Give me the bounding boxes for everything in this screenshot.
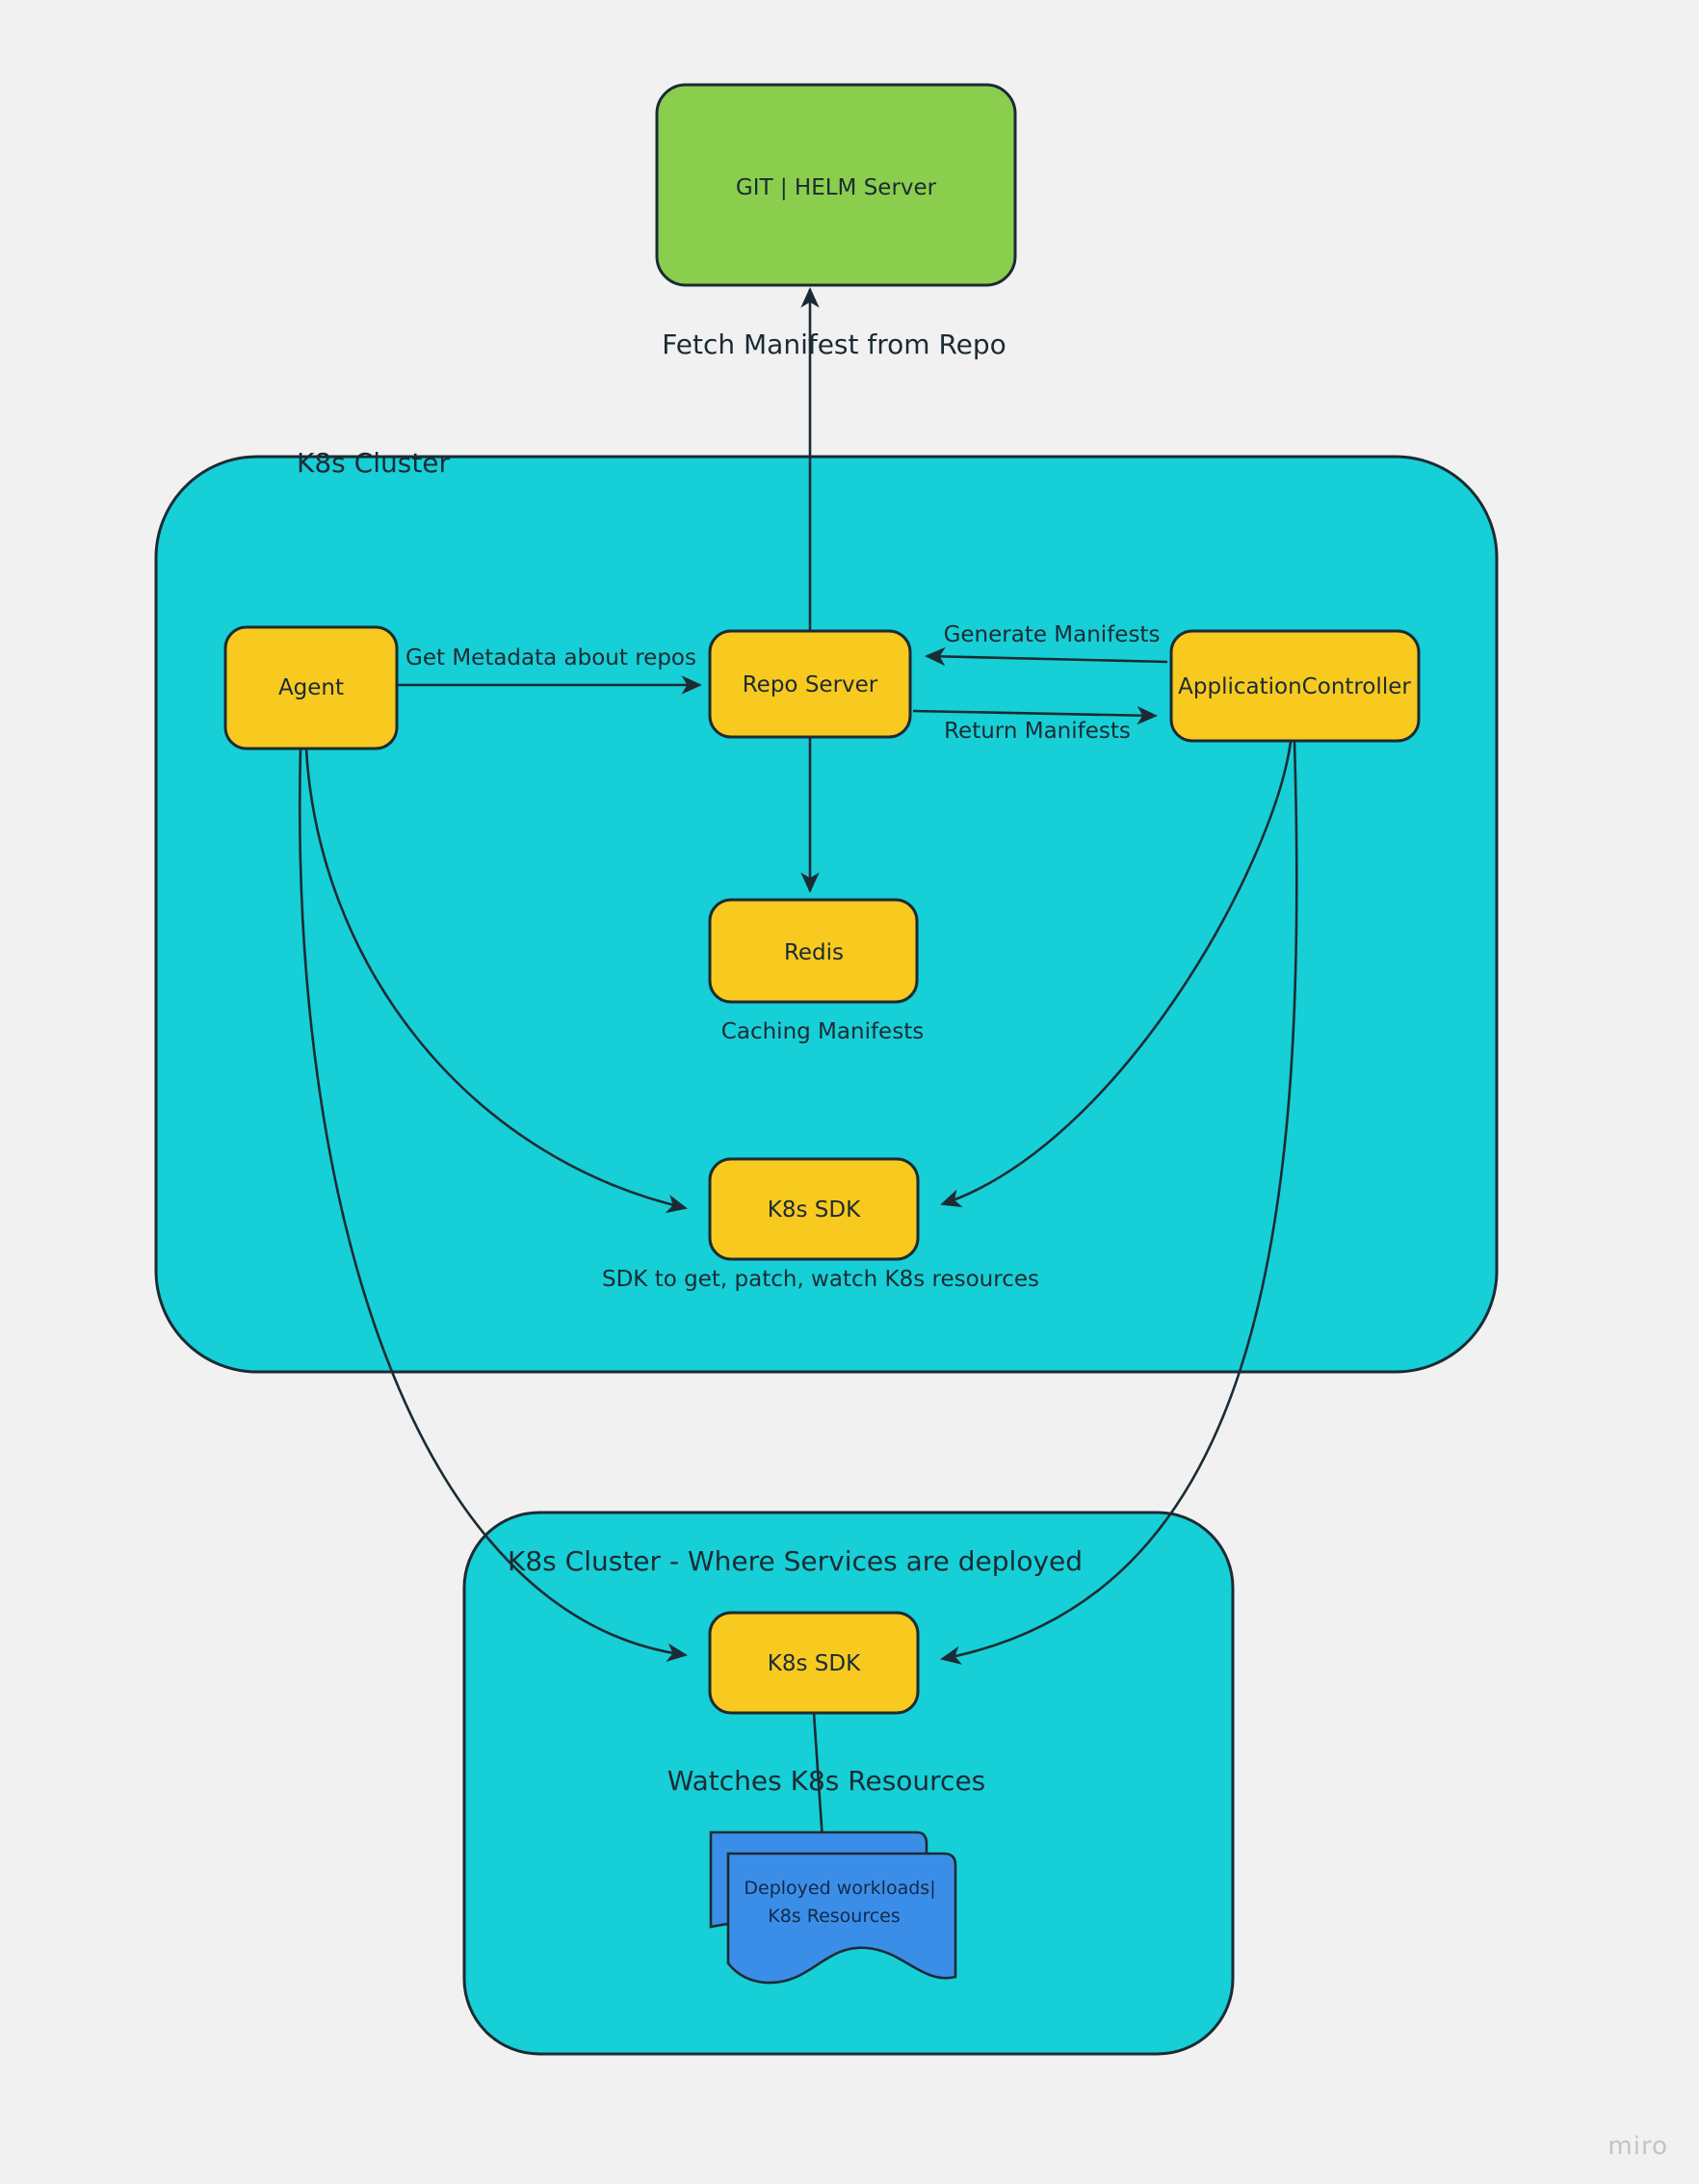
caption-watches-k8s-resources: Watches K8s Resources: [667, 1765, 986, 1797]
group-k8s-cluster-services: [462, 1511, 1235, 2056]
group-label-k8s-cluster: K8s Cluster: [297, 447, 451, 479]
node-k8s-sdk-lower[interactable]: [708, 1611, 920, 1715]
edge-appcontroller-to-k8s-sdk-lower: [940, 741, 1298, 1665]
edge-label-get-metadata: Get Metadata about repos: [405, 645, 696, 671]
edge-repo-server-to-appcontroller: [912, 705, 1158, 725]
node-agent[interactable]: [223, 625, 399, 750]
edge-label-generate-manifests: Generate Manifests: [944, 622, 1161, 647]
node-deployed-workloads-label-line1: Deployed workloads|: [744, 1878, 935, 1899]
node-repo-server-label: Repo Server: [743, 672, 878, 697]
edge-k8s-sdk-lower-to-workloads: [812, 1712, 832, 1856]
node-deployed-workloads[interactable]: [726, 1852, 957, 1985]
miro-watermark: miro: [1608, 2132, 1668, 2161]
node-redis-label: Redis: [784, 940, 844, 965]
edge-appcontroller-to-repo-server: [925, 646, 1168, 667]
edge-agent-to-k8s-sdk-lower: [299, 748, 688, 1663]
node-repo-server[interactable]: [708, 629, 912, 739]
node-k8s-sdk-upper[interactable]: [708, 1157, 920, 1261]
edge-appcontroller-to-k8s-sdk-upper: [940, 741, 1293, 1208]
node-application-controller[interactable]: [1169, 629, 1421, 743]
node-git-helm-server-label: GIT | HELM Server: [736, 175, 937, 200]
node-k8s-sdk-lower-label: K8s SDK: [768, 1651, 861, 1676]
node-application-controller-label: ApplicationController: [1178, 674, 1411, 699]
caption-redis: Caching Manifests: [721, 1019, 924, 1044]
node-redis[interactable]: [708, 898, 919, 1004]
edge-agent-to-k8s-sdk-upper: [304, 748, 688, 1214]
node-deployed-workloads-label-line2: K8s Resources: [768, 1906, 901, 1927]
edge-label-return-manifests: Return Manifests: [944, 719, 1131, 744]
group-label-k8s-cluster-services: K8s Cluster - Where Services are deploye…: [508, 1545, 1083, 1577]
node-agent-label: Agent: [278, 675, 344, 700]
node-k8s-sdk-upper-label: K8s SDK: [768, 1197, 861, 1223]
caption-k8s-sdk-upper: SDK to get, patch, watch K8s resources: [602, 1267, 1039, 1292]
node-git-helm-server[interactable]: [655, 83, 1017, 287]
edge-label-fetch-manifest: Fetch Manifest from Repo: [662, 329, 1006, 360]
